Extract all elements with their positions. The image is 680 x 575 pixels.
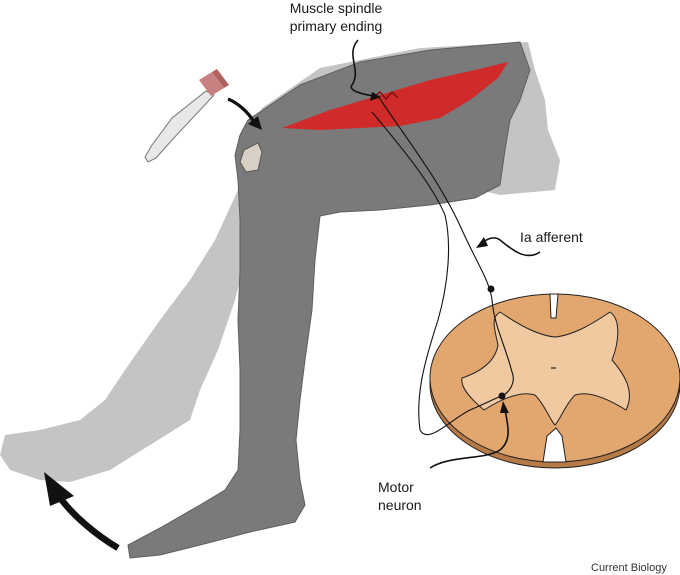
leader-arrow-spindle — [350, 39, 381, 101]
spindle-ending-mark — [371, 90, 399, 101]
hammer-tip — [212, 69, 229, 88]
kneecap — [239, 142, 263, 173]
motor-neuron-label-line2: neuron — [378, 497, 422, 513]
hammer-handle — [144, 90, 215, 163]
reflex-hammer-icon — [144, 69, 229, 163]
muscle-spindle-label-line1: Muscle spindle — [289, 0, 383, 16]
ia-afferent-label: Ia afferent — [520, 229, 583, 245]
motor-neuron-label-line1: Motor — [378, 479, 414, 495]
dorsal-root-ganglion-cell — [487, 285, 495, 293]
motor-neuron-soma — [498, 392, 506, 400]
ventral-median-fissure — [542, 427, 567, 463]
motor-axon-fiber — [371, 111, 503, 436]
muscle-red — [282, 62, 508, 130]
journal-credit: Current Biology — [591, 562, 667, 574]
curved-arrow-icon — [227, 97, 262, 130]
leader-arrow-motor — [429, 401, 509, 469]
hammer-head — [199, 72, 224, 96]
kick-arrow-icon — [44, 472, 120, 551]
dorsal-median-sulcus — [549, 293, 559, 319]
spinal-cord-cross-section — [429, 293, 680, 469]
muscle-spindle-label-line2: primary ending — [289, 18, 383, 34]
quadriceps-muscle — [282, 62, 508, 130]
leader-arrow-ia — [476, 237, 541, 257]
